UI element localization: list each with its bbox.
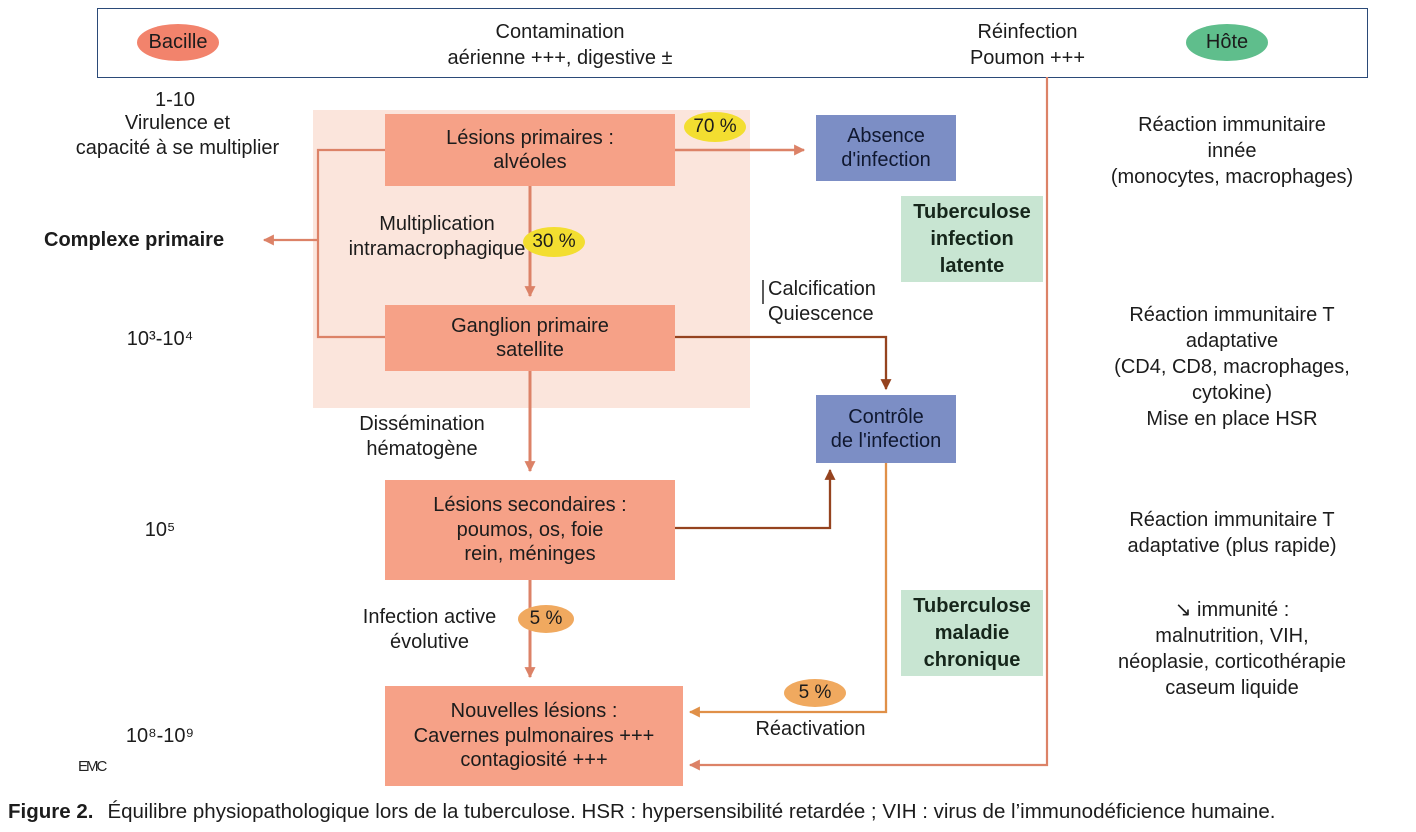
pct-5-active-label: 5 % [529, 608, 563, 629]
bacilli-count-10e8-10e9: 10⁸-10⁹ [125, 725, 195, 747]
arrow-secondaires-to-controle [675, 468, 836, 530]
innate-line1: Réaction immunitaire [1138, 114, 1326, 136]
immunity-drop-line4: caseum liquide [1165, 677, 1299, 699]
virulence-line1: Virulence et [124, 112, 231, 134]
bacilli-count-1-10: 1-10 [154, 89, 196, 111]
adaptive-immunity-label: Réaction immunitaire T adaptative (CD4, … [1082, 302, 1382, 432]
lesions-secondaires-box: Lésions secondaires : poumos, os, foie r… [385, 480, 675, 580]
tb-chronique-line3: chronique [923, 648, 1021, 671]
hote-label: Hôte [1205, 31, 1249, 53]
infection-active-label: Infection active évolutive [352, 605, 507, 655]
infection-active-line1: Infection active [362, 606, 497, 628]
controle-infection-box: Contrôle de l'infection [816, 395, 956, 463]
figure-number: Figure 2. [8, 800, 94, 823]
bacille-ellipse: Bacille [137, 24, 219, 61]
adaptive1-line2: adaptative [1185, 330, 1279, 352]
adaptive2-line2: adaptative (plus rapide) [1127, 535, 1337, 557]
nouvelles-lesions-box: Nouvelles lésions : Cavernes pulmonaires… [385, 686, 683, 786]
lesions-primaires-line1: Lésions primaires : [446, 126, 614, 149]
absence-line1: Absence [847, 124, 925, 147]
adaptive-immunity-fast-label: Réaction immunitaire T adaptative (plus … [1082, 507, 1382, 559]
multiplication-line2: intramacrophagique [348, 238, 526, 260]
virulence-line2: capacité à se multiplier [75, 137, 280, 159]
contamination-line2: aérienne +++, digestive ± [447, 47, 673, 69]
nouvelles-line3: contagiosité +++ [460, 749, 608, 772]
pct-30-label: 30 % [532, 231, 576, 252]
dissemination-label: Dissémination hématogène [342, 412, 502, 462]
reactivation-label: Réactivation [755, 718, 866, 740]
nouvelles-line2: Cavernes pulmonaires +++ [413, 724, 655, 747]
infection-active-line2: évolutive [390, 631, 469, 653]
ganglion-line1: Ganglion primaire [451, 314, 609, 337]
ganglion-line2: satellite [496, 339, 564, 361]
controle-line2: de l'infection [830, 430, 942, 452]
tb-latente-line3: latente [939, 254, 1005, 277]
calcification-label: Calcification Quiescence [768, 277, 903, 327]
adaptive1-line5: Mise en place HSR [1146, 408, 1318, 430]
absence-line2: d'infection [841, 149, 931, 171]
immunity-drop-line3: néoplasie, corticothérapie [1118, 651, 1346, 673]
decreased-immunity-label: ↘ immunité : malnutrition, VIH, néoplasi… [1082, 597, 1382, 701]
tb-chronique-line1: Tuberculose [913, 594, 1031, 617]
contamination-label: Contamination aérienne +++, digestive ± [420, 19, 700, 71]
tb-chronique-line2: maladie [934, 621, 1010, 644]
top-banner [97, 8, 1368, 78]
ganglion-primaire-box: Ganglion primaire satellite [385, 305, 675, 371]
arrow-reactivation-controle-to-nouvelles [688, 463, 888, 718]
figure-caption-text: Équilibre physiopathologique lors de la … [107, 800, 1276, 823]
reinfection-label: Réinfection Poumon +++ [930, 19, 1125, 71]
secondaires-line1: Lésions secondaires : [433, 494, 627, 517]
lesions-primaires-line2: alvéoles [493, 151, 567, 173]
adaptive1-line4: cytokine) [1191, 382, 1273, 404]
figure-caption: Figure 2. Équilibre physiopathologique lo… [8, 800, 1412, 824]
complexe-primaire-label: Complexe primaire [44, 229, 225, 251]
pct-5-reactivation-badge: 5 % [784, 679, 846, 707]
lesions-primaires-box: Lésions primaires : alvéoles [385, 114, 675, 186]
multiplication-label: Multiplication intramacrophagique [342, 212, 532, 262]
tb-latente-line1: Tuberculose [913, 200, 1031, 223]
innate-line3: (monocytes, macrophages) [1110, 166, 1354, 188]
controle-line1: Contrôle [848, 405, 924, 428]
virulence-label: Virulence et capacité à se multiplier [55, 111, 300, 161]
calcification-line2: Quiescence [768, 303, 874, 325]
innate-immunity-label: Réaction immunitaire innée (monocytes, m… [1082, 112, 1382, 190]
dissemination-line1: Dissémination [359, 413, 485, 435]
tuberculose-latente-box: Tuberculose infection latente [901, 196, 1043, 282]
reinfection-line2: Poumon +++ [969, 47, 1086, 69]
nouvelles-line1: Nouvelles lésions : [450, 700, 618, 723]
pct-30-badge: 30 % [523, 227, 585, 257]
innate-line2: innée [1207, 140, 1257, 162]
hote-ellipse: Hôte [1186, 24, 1268, 61]
bacille-label: Bacille [148, 31, 208, 53]
secondaires-line3: rein, méninges [464, 543, 596, 566]
absence-infection-box: Absence d'infection [816, 115, 956, 181]
dissemination-line2: hématogène [366, 438, 478, 460]
pct-5-reactivation-label: 5 % [798, 682, 832, 703]
tuberculose-chronique-box: Tuberculose maladie chronique [901, 590, 1043, 676]
adaptive1-line1: Réaction immunitaire T [1129, 304, 1335, 326]
pct-5-active-badge: 5 % [518, 605, 574, 633]
contamination-line1: Contamination [495, 21, 625, 43]
bacilli-count-10e3-10e4: 10³-10⁴ [126, 328, 194, 350]
adaptive1-line3: (CD4, CD8, macrophages, [1114, 356, 1350, 378]
pct-70-badge: 70 % [684, 112, 746, 142]
calcification-line1: Calcification [768, 278, 876, 300]
tb-latente-line2: infection [930, 227, 1014, 250]
secondaires-line2: poumos, os, foie [456, 518, 604, 541]
bacilli-count-10e5: 10⁵ [144, 519, 176, 541]
pct-70-label: 70 % [693, 116, 737, 137]
reinfection-line1: Réinfection [977, 21, 1078, 43]
adaptive2-line1: Réaction immunitaire T [1129, 509, 1335, 531]
multiplication-line1: Multiplication [379, 213, 495, 235]
immunity-drop-line1: ↘ immunité : [1174, 599, 1290, 621]
emc-logo: EMC [78, 758, 107, 775]
immunity-drop-line2: malnutrition, VIH, [1155, 625, 1309, 647]
